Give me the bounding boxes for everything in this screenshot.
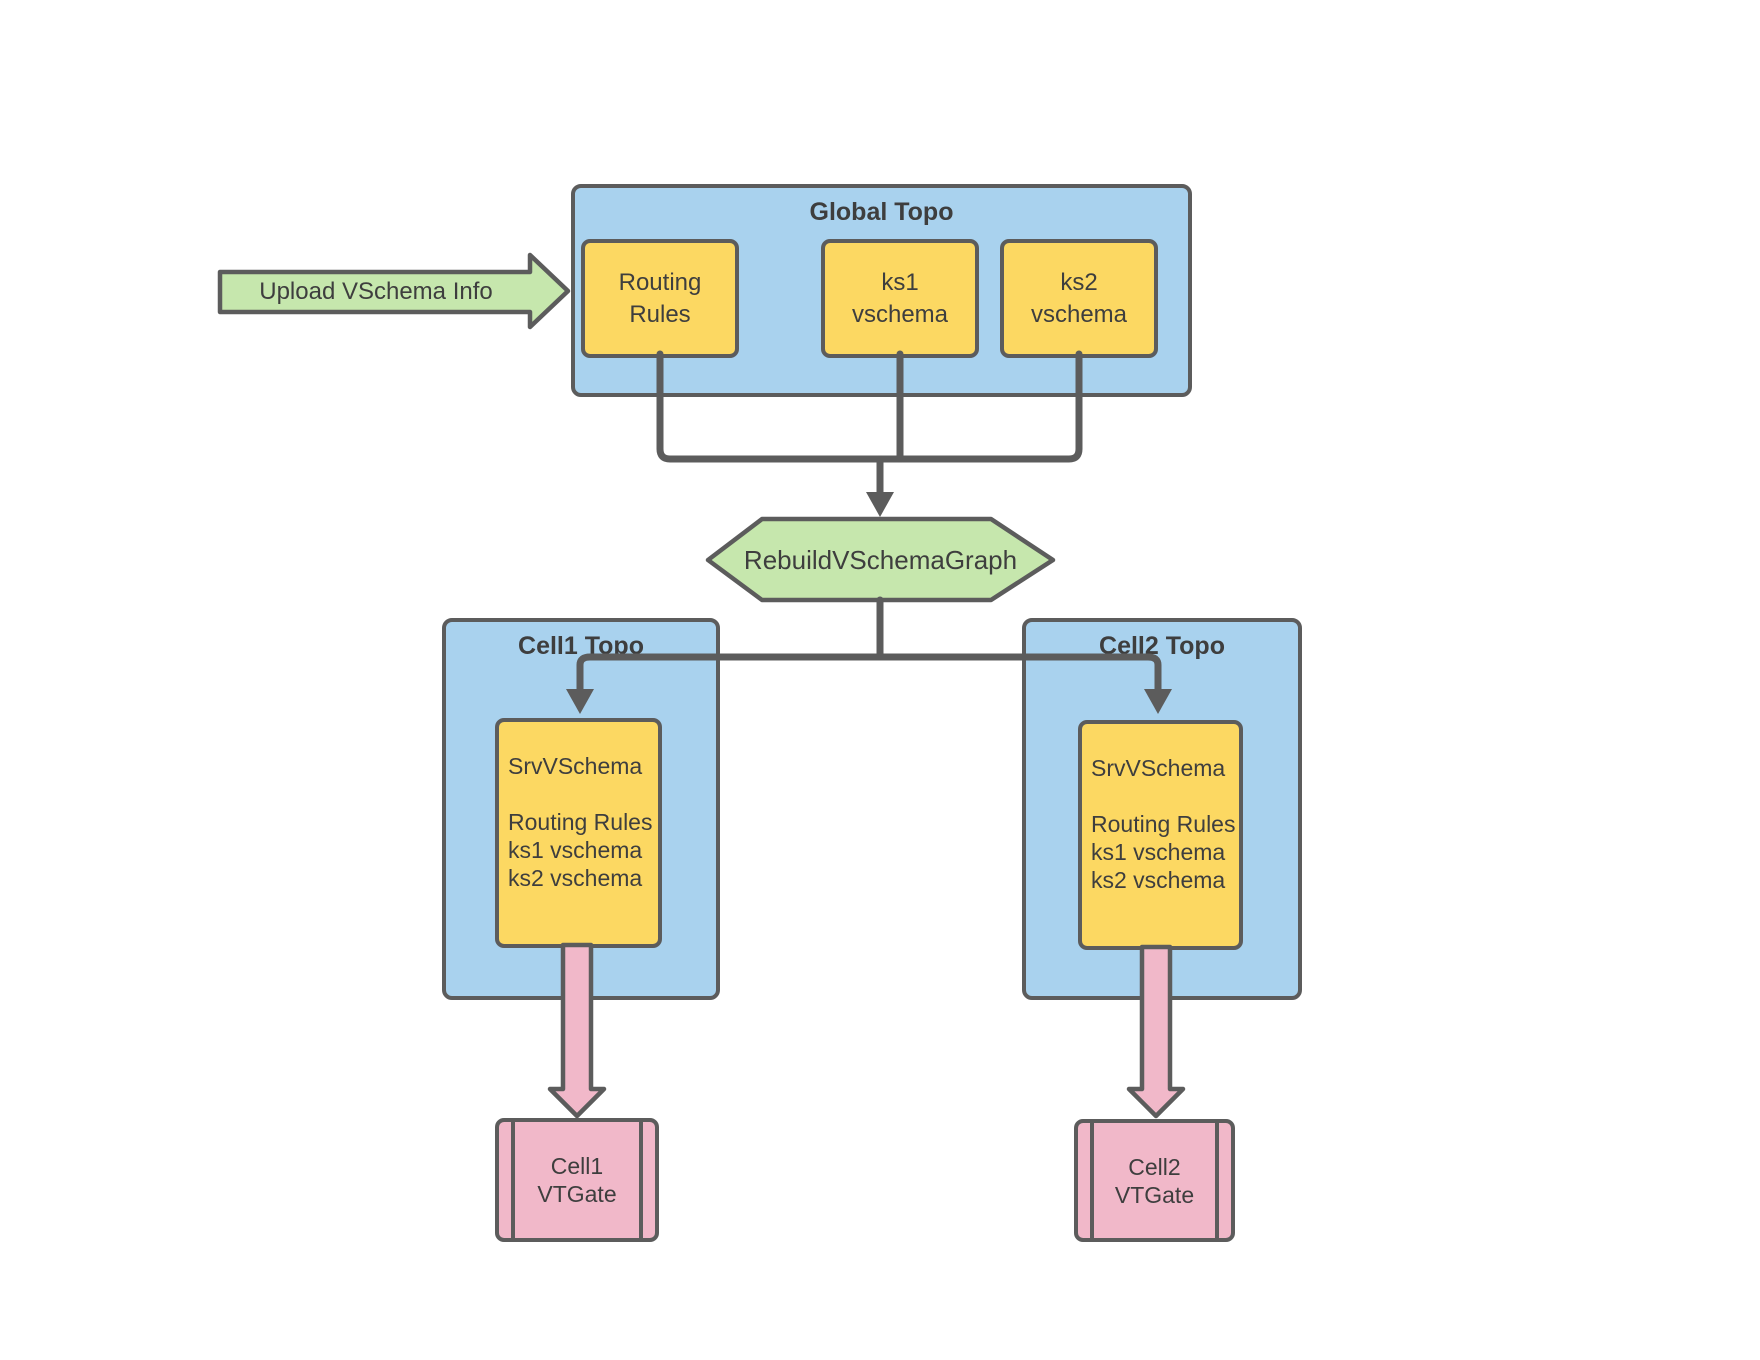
cell2-vtgate-line1: Cell2 (1128, 1153, 1181, 1180)
rebuild-hexagon-shape (705, 516, 1056, 603)
ks2-line2: vschema (1030, 300, 1128, 328)
vtgate-left-bar (1090, 1123, 1094, 1238)
cell1-vtgate-line1: Cell1 (550, 1153, 604, 1179)
cell2-srv-title: SrvVSchema (1091, 755, 1226, 781)
rebuild-hexagon-label: RebuildVSchemaGraph (743, 544, 1018, 575)
cell1-vtgate-arrow (547, 942, 607, 1119)
vtgate-left-bar (511, 1122, 515, 1238)
ks1-line2: vschema (851, 300, 949, 328)
routing-rules-line1: Routing (618, 268, 702, 296)
cell1-vtgate-line2: VTGate (537, 1181, 617, 1207)
cell2-vtgate-box: Cell2 VTGate (1074, 1119, 1235, 1242)
cells-bus-connector (576, 653, 1162, 696)
cell2-vtgate-line2: VTGate (1114, 1181, 1195, 1208)
cell2-srv-line3: ks2 vschema (1091, 867, 1226, 893)
vtgate-right-bar (639, 1122, 643, 1238)
cell1-srvvschema-box: SrvVSchema Routing Rules ks1 vschema ks2… (495, 718, 662, 948)
cell2-srv-line2: ks1 vschema (1091, 839, 1226, 865)
ks1-vschema-box: ks1 vschema (821, 239, 979, 358)
cell2-srv-line1: Routing Rules (1091, 811, 1236, 837)
cell1-srv-line3: ks2 vschema (508, 865, 643, 891)
vtgate-right-bar (1215, 1123, 1219, 1238)
arrowhead-to-cell1-srv (566, 689, 594, 714)
routing-rules-box: Routing Rules (581, 239, 739, 358)
cell1-srv-line2: ks1 vschema (508, 837, 643, 863)
arrowhead-to-rebuild (866, 492, 894, 517)
cell2-vtgate-arrow (1126, 944, 1186, 1119)
arrowhead-to-cell2-srv (1144, 689, 1172, 714)
upload-arrow-shape (217, 252, 571, 330)
ks2-line1: ks2 (1060, 268, 1098, 296)
cell1-srv-title: SrvVSchema (508, 753, 643, 779)
ks1-line1: ks1 (881, 268, 919, 296)
cell2-srvvschema-box: SrvVSchema Routing Rules ks1 vschema ks2… (1078, 720, 1243, 950)
global-bus-connector (656, 350, 1083, 463)
global-topo-title: Global Topo (809, 198, 954, 226)
cell1-vtgate-box: Cell1 VTGate (495, 1118, 659, 1242)
routing-rules-line2: Rules (629, 300, 691, 328)
upload-arrow-label: Upload VSchema Info (259, 278, 493, 305)
cell1-srv-line1: Routing Rules (508, 809, 653, 835)
ks2-vschema-box: ks2 vschema (1000, 239, 1158, 358)
